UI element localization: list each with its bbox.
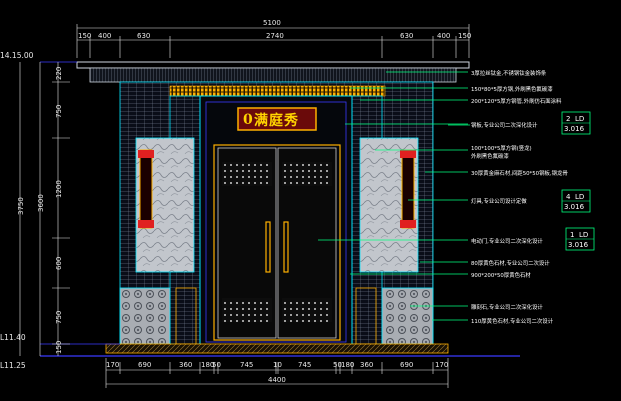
svg-text:1: 1 — [570, 231, 574, 239]
svg-text:LD: LD — [575, 115, 584, 123]
note-8: 电动门,专业公司二次深化设计 — [471, 237, 543, 245]
note-6: 30厚黄金麻石材,间距50*50钢板,钢龙骨 — [471, 169, 568, 177]
bottom-dim-1: 690 — [138, 361, 151, 369]
left-dim-1: 750 — [55, 105, 63, 118]
bottom-dim-2: 360 — [179, 361, 192, 369]
note-11: 雕刻石,专业公司二次深化设计 — [471, 303, 543, 311]
svg-text:3.016: 3.016 — [568, 241, 589, 249]
roof-slab — [76, 61, 470, 69]
left-dim-overall: 3750 — [17, 197, 25, 215]
top-dim-4: 630 — [400, 32, 413, 40]
detail-tag-2: 2 LD 3.016 — [448, 111, 591, 135]
top-dim-overall: 5100 — [263, 19, 281, 27]
sign-glyph: 0 — [243, 112, 254, 128]
bottom-dim-12: 170 — [435, 361, 448, 369]
sign-text: 满庭秀 — [254, 112, 299, 129]
door-left-dots-top — [222, 162, 272, 186]
left-dim-4: 750 — [55, 311, 63, 324]
lamp-left-cap-bottom — [138, 220, 154, 228]
bottom-dimension-chain — [105, 358, 449, 388]
door-handle-right — [283, 221, 289, 273]
plinth — [105, 343, 449, 354]
bottom-dim-4: 50 — [212, 361, 221, 369]
left-dim-2: 1200 — [55, 180, 63, 198]
top-dim-1: 400 — [98, 32, 111, 40]
lamp-right — [401, 149, 415, 229]
sign-board — [237, 107, 317, 131]
detail-tag-1: 1 LD 3.016 — [565, 227, 595, 251]
door-right-dots-bottom — [282, 298, 332, 322]
carved-stone-right — [381, 287, 434, 345]
bottom-dim-5: 745 — [240, 361, 253, 369]
lintel-gold-band — [169, 85, 386, 97]
top-dimension-chain — [76, 24, 470, 58]
lamp-left — [139, 149, 153, 229]
left-dim-3: 600 — [55, 257, 63, 270]
top-dim-0: 150 — [78, 32, 91, 40]
note-0: 3厚拉丝钛金,不锈钢钛金装饰条 — [471, 69, 547, 77]
top-dim-6: 150 — [458, 32, 471, 40]
level-top: 14.15.00 — [0, 51, 34, 60]
bottom-dim-8: 50 — [333, 361, 342, 369]
bottom-dim-9: 180 — [341, 361, 354, 369]
note-4: 100*100*5厚方钢(竖龙) — [471, 144, 532, 152]
door-portal-inner — [205, 101, 347, 343]
note-5: 外刷黑色氟碳漆 — [471, 152, 509, 160]
door-handle-left — [265, 221, 271, 273]
note-12: 110厚黄色石材,专业公司二次设计 — [471, 317, 554, 325]
lamp-right-cap-bottom — [400, 220, 416, 228]
top-dim-2: 630 — [137, 32, 150, 40]
note-2: 200*120*5厚方钢管,外刷仿石面涂料 — [471, 97, 562, 105]
level-floor: L11.40 — [0, 333, 26, 342]
bottom-dim-11: 690 — [400, 361, 413, 369]
note-1: 150*80*5厚方钢,外刷黑色氟碳漆 — [471, 85, 553, 93]
level-base: L11.25 — [0, 361, 26, 370]
door-right-dots-top — [282, 162, 332, 186]
roof-fascia — [89, 67, 457, 83]
annotation-leaders — [318, 71, 468, 321]
carved-stone-left — [119, 287, 171, 345]
svg-text:3.016: 3.016 — [564, 125, 585, 133]
svg-text:4: 4 — [566, 193, 571, 201]
annotation-notes: 3厚拉丝钛金,不锈钢钛金装饰条 150*80*5厚方钢,外刷黑色氟碳漆 200*… — [471, 69, 568, 325]
note-10: 900*200*50厚黄色石材 — [471, 271, 531, 279]
bottom-dim-3: 180 — [201, 361, 214, 369]
bottom-dim-0: 170 — [106, 361, 119, 369]
svg-text:LD: LD — [579, 231, 588, 239]
svg-text:2: 2 — [566, 115, 570, 123]
note-9: 80厚黄色石材,专业公司二次设计 — [471, 259, 550, 267]
left-dim-subtotal: 3600 — [37, 194, 45, 212]
lamp-right-cap-top — [400, 150, 416, 158]
detail-tag-4: 4 LD 3.016 — [561, 189, 591, 213]
top-dim-5: 400 — [437, 32, 450, 40]
top-dim-3: 2740 — [266, 32, 284, 40]
left-dim-0: 220 — [55, 67, 63, 80]
bottom-dim-7: 745 — [298, 361, 311, 369]
bottom-dim-6: 10 — [273, 361, 282, 369]
left-dim-5: 150 — [55, 341, 63, 354]
bottom-dim-overall: 4400 — [268, 376, 286, 384]
door-left-dots-bottom — [222, 298, 272, 322]
lamp-left-cap-top — [138, 150, 154, 158]
bottom-dim-10: 360 — [360, 361, 373, 369]
note-7: 灯具,专业公司设计定做 — [471, 197, 527, 205]
door-frame-gold — [213, 144, 341, 341]
note-3: 钢板,专业公司二次深化设计 — [471, 121, 538, 129]
left-dimension-chain — [19, 62, 70, 356]
svg-text:LD: LD — [575, 193, 584, 201]
svg-text:3.016: 3.016 — [564, 203, 585, 211]
